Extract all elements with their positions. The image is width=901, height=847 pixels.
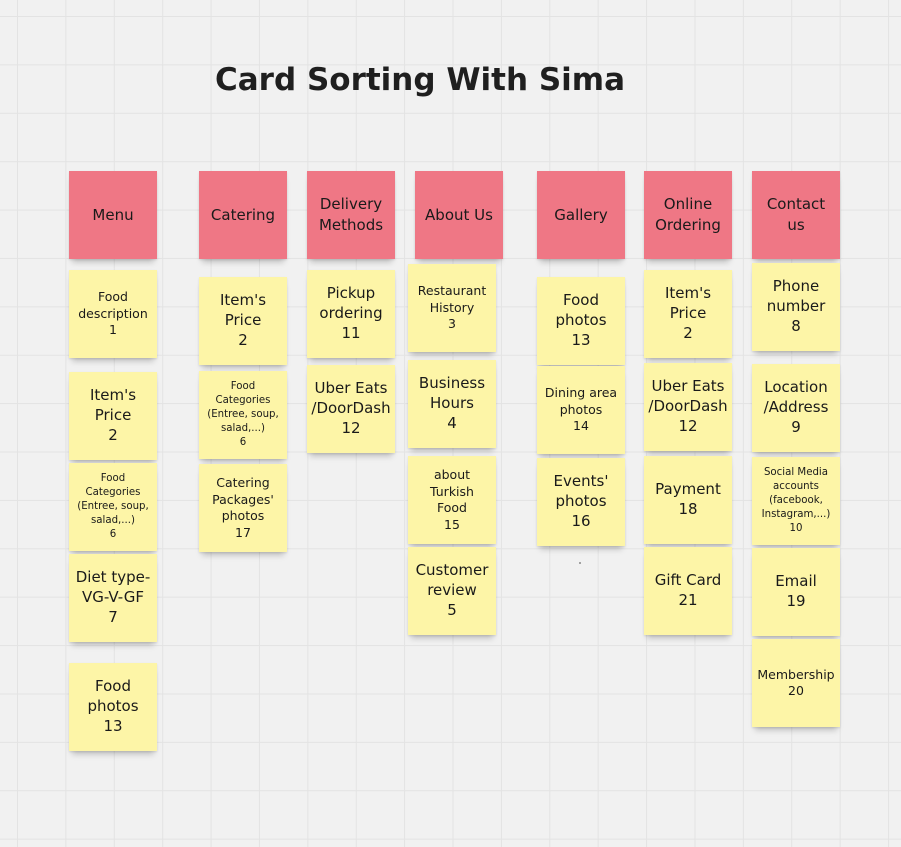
card-diet-type[interactable]: Diet type- VG-V-GF 7 (69, 554, 157, 642)
card-items-price[interactable]: Item's Price 2 (69, 372, 157, 460)
card-uber-eats-doordash[interactable]: Uber Eats /DoorDash 12 (644, 363, 732, 451)
card-gift-card[interactable]: Gift Card 21 (644, 547, 732, 635)
card-items-price[interactable]: Item's Price 2 (199, 277, 287, 365)
card-uber-eats-doordash[interactable]: Uber Eats /DoorDash 12 (307, 365, 395, 453)
card-catering-packages-photos[interactable]: Catering Packages' photos 17 (199, 464, 287, 552)
card-food-categories[interactable]: Food Categories (Entree, soup, salad,...… (69, 463, 157, 551)
card-membership[interactable]: Membership 20 (752, 639, 840, 727)
column-header-online-ordering[interactable]: Online Ordering (644, 171, 732, 259)
card-food-description[interactable]: Food description 1 (69, 270, 157, 358)
card-dining-area-photos[interactable]: Dining area photos 14 (537, 366, 625, 454)
column-header-contact-us[interactable]: Contact us (752, 171, 840, 259)
card-payment[interactable]: Payment 18 (644, 456, 732, 544)
column-header-delivery-methods[interactable]: Delivery Methods (307, 171, 395, 259)
column-header-menu[interactable]: Menu (69, 171, 157, 259)
card-events-photos[interactable]: Events' photos 16 (537, 458, 625, 546)
card-location-address[interactable]: Location /Address 9 (752, 364, 840, 452)
card-business-hours[interactable]: Business Hours 4 (408, 360, 496, 448)
card-food-photos[interactable]: Food photos 13 (537, 277, 625, 365)
card-customer-review[interactable]: Customer review 5 (408, 547, 496, 635)
card-social-media-accounts[interactable]: Social Media accounts (facebook, Instagr… (752, 457, 840, 545)
card-restaurant-history[interactable]: Restaurant History 3 (408, 264, 496, 352)
column-header-catering[interactable]: Catering (199, 171, 287, 259)
card-food-categories[interactable]: Food Categories (Entree, soup, salad,...… (199, 371, 287, 459)
stray-dot (579, 562, 581, 564)
board-title: Card Sorting With Sima (215, 62, 626, 98)
column-header-gallery[interactable]: Gallery (537, 171, 625, 259)
card-food-photos[interactable]: Food photos 13 (69, 663, 157, 751)
card-pickup-ordering[interactable]: Pickup ordering 11 (307, 270, 395, 358)
card-email[interactable]: Email 19 (752, 548, 840, 636)
card-items-price[interactable]: Item's Price 2 (644, 270, 732, 358)
column-header-about-us[interactable]: About Us (415, 171, 503, 259)
card-phone-number[interactable]: Phone number 8 (752, 263, 840, 351)
card-about-turkish-food[interactable]: about Turkish Food 15 (408, 456, 496, 544)
